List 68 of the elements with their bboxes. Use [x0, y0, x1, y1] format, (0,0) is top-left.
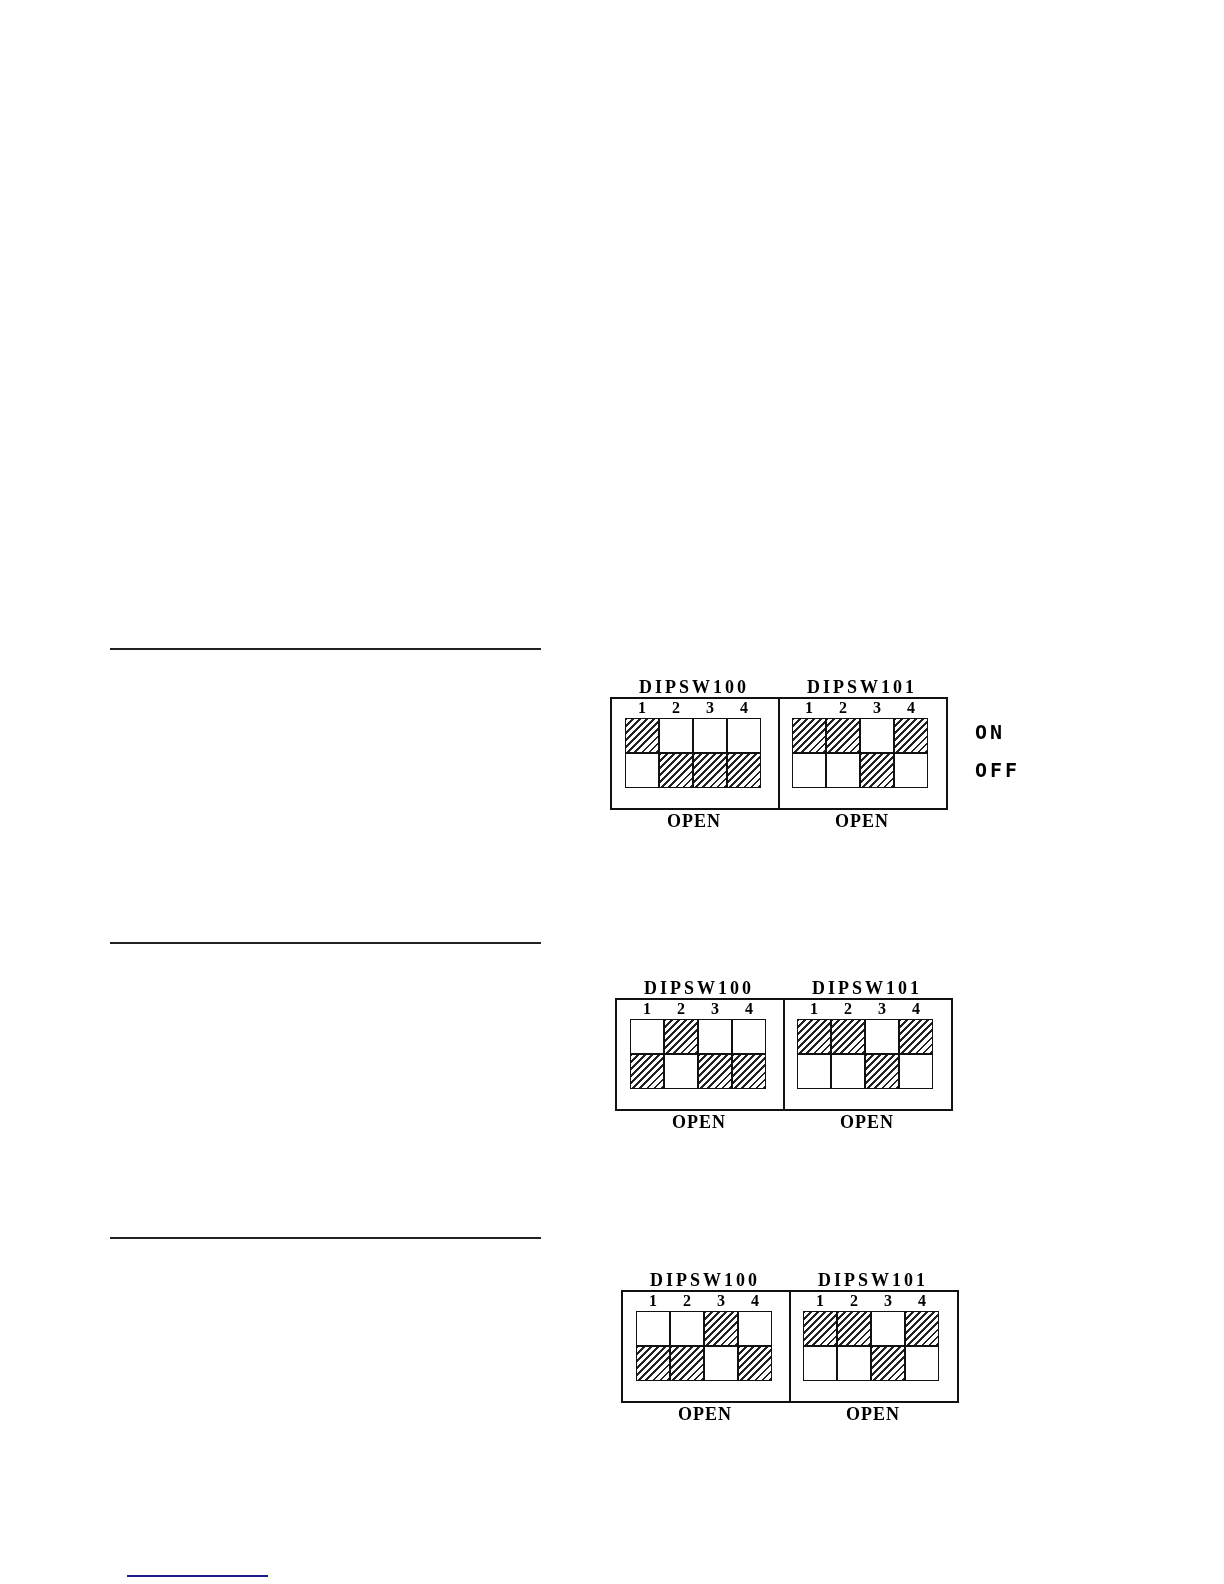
switch-name: DIPSW100 [638, 677, 750, 697]
dip-switch [704, 1292, 738, 1382]
switch-number: 2 [849, 1292, 859, 1310]
switch-number: 3 [705, 699, 715, 717]
switch-number: 4 [911, 1000, 921, 1018]
switch-number: 3 [716, 1292, 726, 1310]
state-label: ON [975, 721, 1006, 743]
switch-number: 1 [809, 1000, 819, 1018]
switch-number: 3 [710, 1000, 720, 1018]
dip-switch [797, 1000, 831, 1090]
open-label: OPEN [666, 811, 722, 831]
dip-switch [899, 1000, 933, 1090]
switch-number: 4 [744, 1000, 754, 1018]
switch-number: 2 [676, 1000, 686, 1018]
switch-name: DIPSW101 [817, 1270, 929, 1290]
switch-number: 2 [682, 1292, 692, 1310]
switch-frame [789, 1290, 959, 1403]
switch-number: 1 [648, 1292, 658, 1310]
open-label: OPEN [677, 1404, 733, 1424]
switch-number: 4 [906, 699, 916, 717]
switch-name: DIPSW101 [806, 677, 918, 697]
switch-frame [778, 697, 948, 810]
dip-switch [693, 699, 727, 789]
switch-number: 1 [815, 1292, 825, 1310]
dip-switch [664, 1000, 698, 1090]
dip-switch [659, 699, 693, 789]
switch-number: 4 [917, 1292, 927, 1310]
switch-number: 1 [637, 699, 647, 717]
dip-switch [871, 1292, 905, 1382]
switch-name: DIPSW101 [811, 978, 923, 998]
switch-frame [621, 1290, 791, 1403]
dip-switch [860, 699, 894, 789]
dip-switch [837, 1292, 871, 1382]
dip-switch [738, 1292, 772, 1382]
dip-switch [625, 699, 659, 789]
switch-number: 1 [642, 1000, 652, 1018]
switch-frame [783, 998, 953, 1111]
dip-switch [831, 1000, 865, 1090]
switch-name: DIPSW100 [643, 978, 755, 998]
state-label: OFF [975, 759, 1021, 781]
dip-switch [792, 699, 826, 789]
switch-number: 3 [877, 1000, 887, 1018]
open-label: OPEN [671, 1112, 727, 1132]
dip-switch [636, 1292, 670, 1382]
dip-switch [865, 1000, 899, 1090]
dip-switch [727, 699, 761, 789]
dip-switch [905, 1292, 939, 1382]
dip-switch [826, 699, 860, 789]
switch-number: 2 [843, 1000, 853, 1018]
switch-name: DIPSW100 [649, 1270, 761, 1290]
open-label: OPEN [834, 811, 890, 831]
switch-number: 3 [872, 699, 882, 717]
switch-number: 2 [838, 699, 848, 717]
dip-switch [803, 1292, 837, 1382]
switch-number: 1 [804, 699, 814, 717]
switch-number: 3 [883, 1292, 893, 1310]
dip-switch [732, 1000, 766, 1090]
dip-switch [670, 1292, 704, 1382]
dip-switch [630, 1000, 664, 1090]
switch-frame [610, 697, 780, 810]
switch-number: 4 [739, 699, 749, 717]
open-label: OPEN [839, 1112, 895, 1132]
switch-frame [615, 998, 785, 1111]
dip-switch [894, 699, 928, 789]
dip-switch [698, 1000, 732, 1090]
open-label: OPEN [845, 1404, 901, 1424]
switch-number: 2 [671, 699, 681, 717]
switch-number: 4 [750, 1292, 760, 1310]
